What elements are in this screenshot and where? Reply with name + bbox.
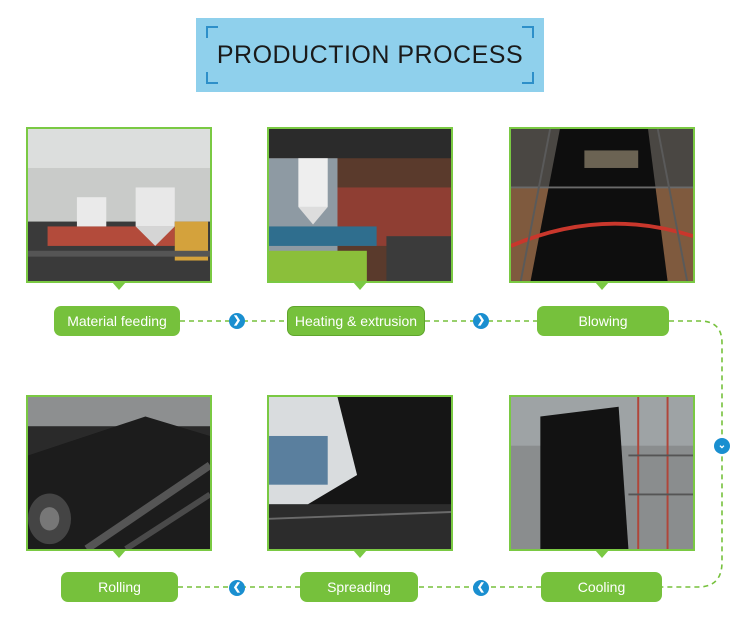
pointer-arrow <box>353 282 367 290</box>
photo-rolling <box>26 395 212 551</box>
pointer-arrow <box>353 550 367 558</box>
chevron-right-icon: ❯ <box>473 313 489 329</box>
chevron-down-icon: ⌄ <box>714 438 730 454</box>
photo-material-feeding <box>26 127 212 283</box>
pointer-arrow <box>112 282 126 290</box>
step-pill-heating-extrusion: Heating & extrusion <box>287 306 425 336</box>
page-title: PRODUCTION PROCESS <box>216 40 524 69</box>
photo-cooling <box>509 395 695 551</box>
chevron-left-icon: ❮ <box>473 580 489 596</box>
step-pill-material-feeding: Material feeding <box>54 306 180 336</box>
pointer-arrow <box>595 550 609 558</box>
step-pill-blowing: Blowing <box>537 306 669 336</box>
title-banner: PRODUCTION PROCESS <box>196 18 544 92</box>
chevron-right-icon: ❯ <box>229 313 245 329</box>
corner-bracket <box>206 26 218 38</box>
photo-blowing <box>509 127 695 283</box>
chevron-left-icon: ❮ <box>229 580 245 596</box>
pointer-arrow <box>112 550 126 558</box>
step-pill-rolling: Rolling <box>61 572 178 602</box>
step-pill-spreading: Spreading <box>300 572 418 602</box>
corner-bracket <box>206 72 218 84</box>
corner-bracket <box>522 26 534 38</box>
step-pill-cooling: Cooling <box>541 572 662 602</box>
corner-bracket <box>522 72 534 84</box>
photo-heating-extrusion <box>267 127 453 283</box>
pointer-arrow <box>595 282 609 290</box>
photo-spreading <box>267 395 453 551</box>
